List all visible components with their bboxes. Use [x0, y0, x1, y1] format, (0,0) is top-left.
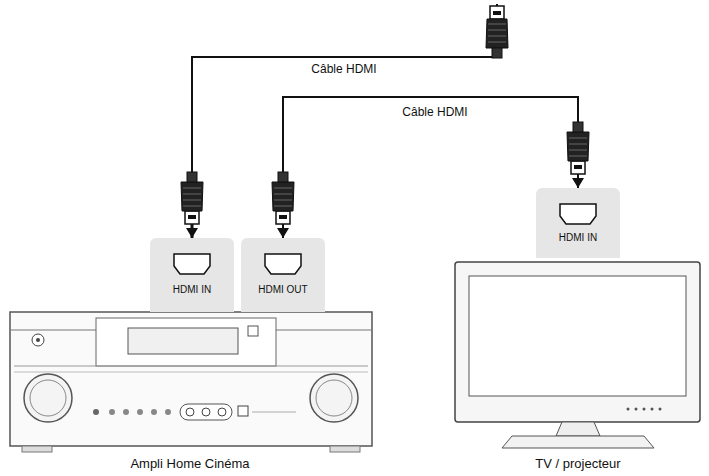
port-socket — [150, 238, 234, 312]
amplifier — [10, 312, 372, 452]
hdmi-plug — [486, 6, 508, 58]
hdmi-plug — [272, 172, 294, 224]
tv-screen — [455, 262, 700, 448]
hdmi-cable — [283, 97, 578, 238]
hdmi-cable — [192, 4, 497, 226]
cable-label: Câble HDMI — [308, 62, 379, 76]
hdmi-port: HDMI IN — [150, 238, 234, 312]
caption-text: Ampli Home Cinéma — [127, 456, 253, 471]
hdmi-plug — [567, 122, 589, 174]
device-caption: Ampli Home Cinéma — [127, 456, 253, 471]
hdmi-plug — [181, 172, 203, 224]
caption-text: TV / projecteur — [532, 456, 624, 471]
device-caption: TV / projecteur — [532, 456, 624, 471]
port-label: HDMI IN — [536, 232, 620, 243]
plug-arrow — [191, 224, 194, 238]
port-label: HDMI IN — [150, 284, 234, 295]
port-socket — [536, 188, 620, 258]
hdmi-port: HDMI IN — [536, 188, 620, 258]
port-socket — [241, 238, 325, 312]
cable-label: Câble HDMI — [399, 105, 470, 119]
hdmi-port: HDMI OUT — [241, 238, 325, 312]
port-label: HDMI OUT — [241, 284, 325, 295]
